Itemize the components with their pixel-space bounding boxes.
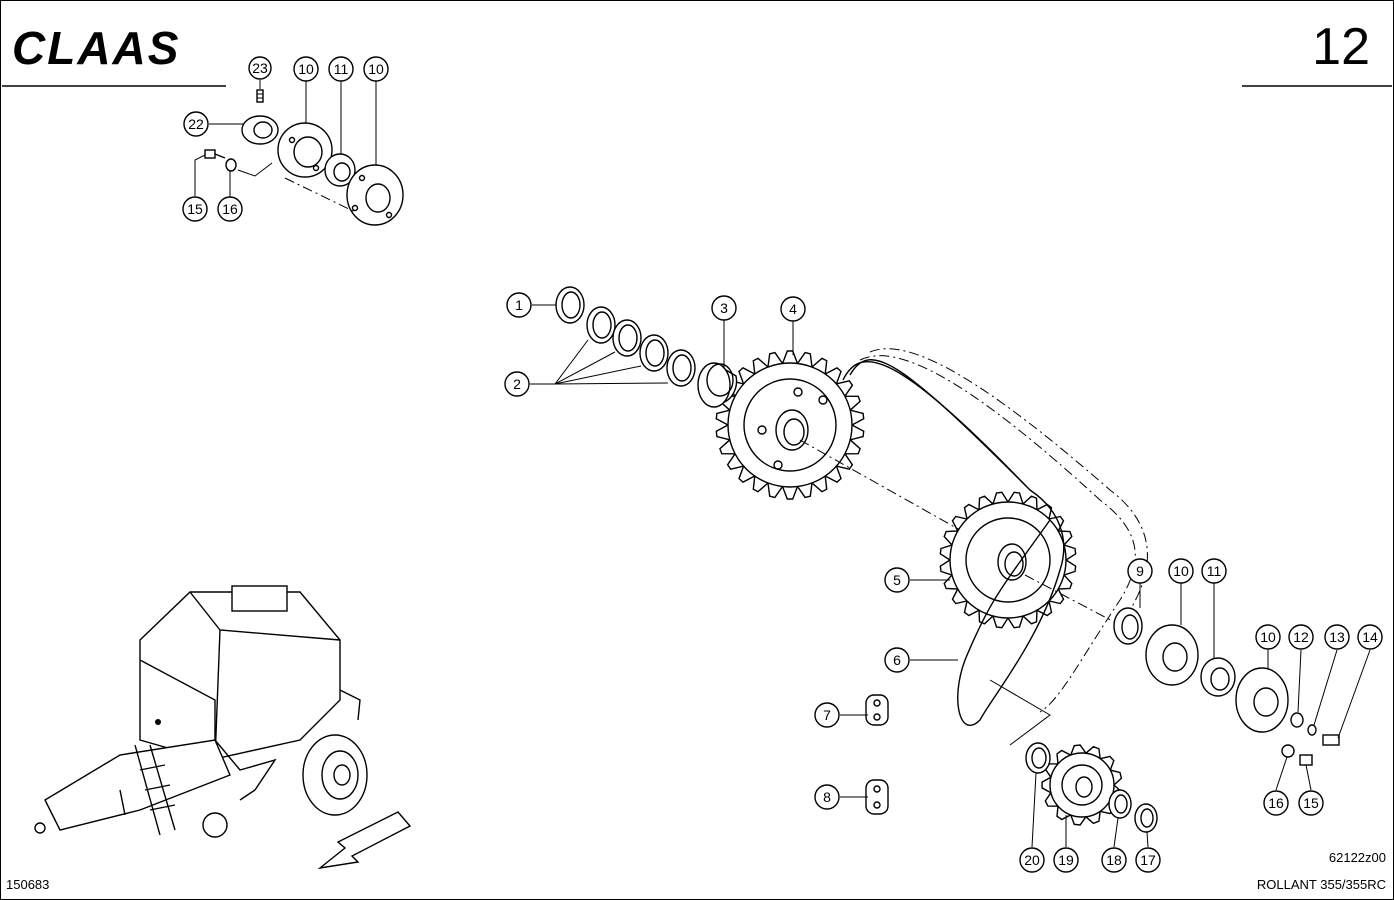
- connecting-link: [865, 694, 889, 726]
- svg-text:4: 4: [789, 301, 797, 317]
- small-sprocket-teeth-outline: [1041, 744, 1123, 826]
- roller-chain: [842, 348, 1148, 726]
- callout-20: 20: [1019, 847, 1045, 873]
- callout-17: 17: [1135, 847, 1161, 873]
- small-sprocket: [1049, 752, 1115, 818]
- svg-text:23: 23: [252, 60, 268, 76]
- baler-overview-sketch: [34, 585, 412, 870]
- direction-arrow: [317, 811, 412, 870]
- callout-4: 4: [780, 296, 806, 322]
- svg-text:15: 15: [187, 201, 203, 217]
- svg-text:1: 1: [515, 297, 523, 313]
- svg-text:14: 14: [1362, 629, 1378, 645]
- top-left-bearing-assembly: [194, 80, 404, 226]
- callout-10a: 10: [293, 56, 319, 82]
- callout-1: 1: [506, 292, 532, 318]
- washer-16: [1281, 744, 1295, 758]
- callout-9: 9: [1127, 558, 1153, 584]
- bolt-14: [1322, 734, 1340, 746]
- lock-washer-13: [1307, 724, 1317, 736]
- callout-16b: 16: [1263, 790, 1289, 816]
- flange-plate-mid: [1145, 624, 1199, 686]
- callout-13: 13: [1324, 624, 1350, 650]
- callout-19: 19: [1053, 847, 1079, 873]
- washer-12: [1290, 712, 1304, 728]
- drive-sprocket: [949, 501, 1067, 619]
- callout-15b: 15: [1298, 790, 1324, 816]
- bushing: [697, 362, 738, 408]
- callout-23: 23: [248, 56, 272, 80]
- svg-text:10: 10: [1173, 563, 1189, 579]
- svg-text:11: 11: [334, 61, 349, 77]
- figure-id: 62122z00: [1329, 850, 1386, 865]
- callout-22: 22: [183, 111, 209, 137]
- locking-collar: [241, 115, 279, 145]
- svg-text:10: 10: [1260, 629, 1276, 645]
- offset-link: [865, 779, 889, 815]
- svg-text:13: 13: [1329, 629, 1345, 645]
- svg-text:22: 22: [188, 116, 204, 132]
- svg-text:8: 8: [823, 789, 831, 805]
- svg-text:18: 18: [1106, 852, 1122, 868]
- washer: [225, 158, 237, 172]
- svg-text:20: 20: [1024, 852, 1040, 868]
- svg-text:10: 10: [298, 61, 314, 77]
- svg-text:19: 19: [1058, 852, 1074, 868]
- svg-text:3: 3: [720, 300, 728, 316]
- svg-text:10: 10: [368, 61, 384, 77]
- flange-plate-left: [277, 122, 333, 178]
- shim-rings: [586, 306, 696, 387]
- svg-text:16: 16: [222, 201, 238, 217]
- svg-text:6: 6: [893, 652, 901, 668]
- callout-6: 6: [884, 647, 910, 673]
- flange-plate-right-lower: [1235, 667, 1289, 733]
- small-sprocket-teeth: [1041, 744, 1123, 826]
- callout-10b: 10: [363, 56, 389, 82]
- svg-text:16: 16: [1268, 795, 1284, 811]
- flange-plate-right: [346, 164, 404, 226]
- svg-text:9: 9: [1136, 563, 1144, 579]
- callout-16a: 16: [217, 196, 243, 222]
- svg-text:5: 5: [893, 572, 901, 588]
- callout-11b: 11: [1201, 558, 1227, 584]
- callout-11a: 11: [328, 56, 354, 82]
- callout-8: 8: [814, 784, 840, 810]
- large-sprocket: [727, 362, 853, 488]
- grub-screw: [256, 89, 264, 103]
- callout-14: 14: [1357, 624, 1383, 650]
- svg-text:11: 11: [1207, 563, 1222, 579]
- svg-text:12: 12: [1293, 629, 1309, 645]
- page-number: 12: [1312, 18, 1370, 76]
- svg-text:15: 15: [1303, 795, 1319, 811]
- svg-text:17: 17: [1140, 852, 1156, 868]
- drawing-id: 150683: [6, 877, 49, 892]
- callout-7: 7: [814, 702, 840, 728]
- callout-18: 18: [1101, 847, 1127, 873]
- bolt: [204, 149, 216, 159]
- callout-3: 3: [711, 295, 737, 321]
- svg-text:7: 7: [823, 707, 831, 723]
- callout-2: 2: [504, 371, 530, 397]
- callout-5: 5: [884, 567, 910, 593]
- callout-10c: 10: [1168, 558, 1194, 584]
- svg-text:2: 2: [513, 376, 521, 392]
- callout-15a: 15: [182, 196, 208, 222]
- bolt-15: [1299, 754, 1313, 766]
- callout-12: 12: [1288, 624, 1314, 650]
- callout-10d: 10: [1255, 624, 1281, 650]
- model-name: ROLLANT 355/355RC: [1257, 877, 1386, 892]
- drive-assembly: [530, 286, 1371, 848]
- claas-logo: CLAAS: [12, 22, 180, 74]
